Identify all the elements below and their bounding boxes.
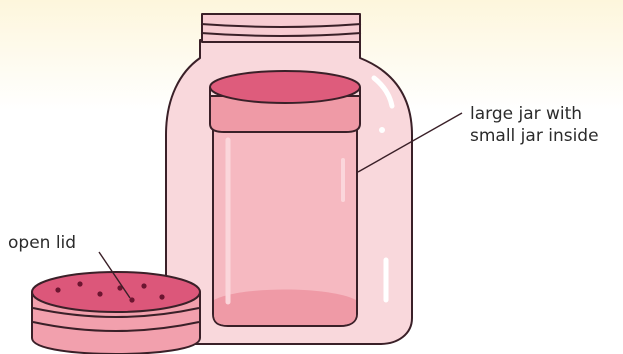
small-jar — [210, 71, 360, 326]
open-lid-label: open lid — [8, 232, 76, 254]
large-jar-label: large jar with small jar inside — [470, 103, 599, 147]
large-jar-label-line1: large jar with — [470, 103, 599, 125]
large-jar-label-line2: small jar inside — [470, 125, 599, 147]
open-lid — [32, 272, 200, 354]
